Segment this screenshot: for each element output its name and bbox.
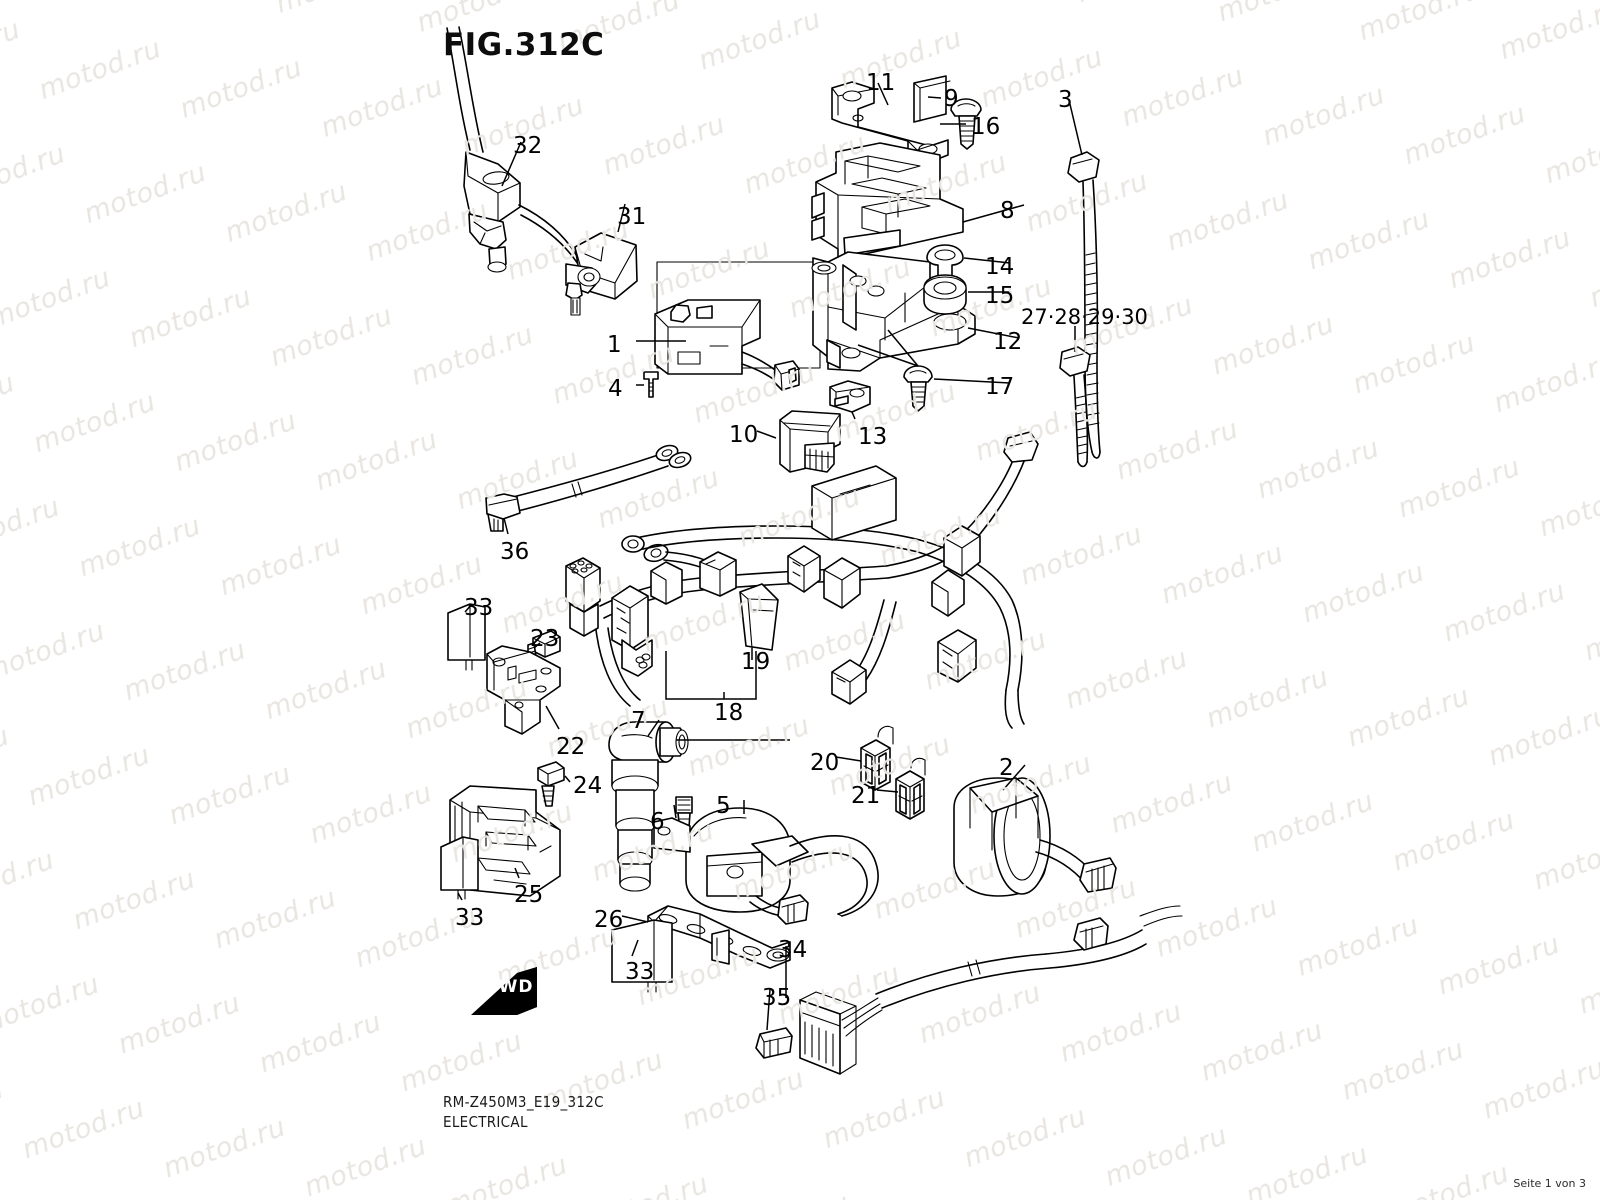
callout-11: 11 — [866, 70, 896, 96]
callout-14: 14 — [985, 254, 1015, 280]
callout-31: 31 — [617, 204, 647, 230]
callout-10: 10 — [729, 422, 759, 448]
caption-section: ELECTRICAL — [443, 1113, 528, 1131]
callout-9: 9 — [944, 86, 959, 112]
callout-22: 22 — [556, 734, 586, 760]
callout-16: 16 — [971, 114, 1001, 140]
page-indicator: Seite 1 von 3 — [1513, 1177, 1586, 1190]
callout-12: 12 — [993, 329, 1023, 355]
callout-33-upper: 33 — [464, 595, 494, 621]
caption-model-code: RM-Z450M3_E19_312C — [443, 1093, 604, 1111]
callout-6: 6 — [650, 809, 665, 835]
callout-8: 8 — [1000, 198, 1015, 224]
page-title: FIG.312C — [443, 27, 605, 63]
callout-26: 26 — [594, 907, 624, 933]
callout-36: 36 — [500, 539, 530, 565]
callout-5: 5 — [716, 793, 731, 819]
callout-7: 7 — [631, 708, 646, 734]
callout-13: 13 — [858, 424, 888, 450]
figure-caption: RM-Z450M3_E19_312C ELECTRICAL — [443, 1092, 604, 1132]
callout-17: 17 — [985, 374, 1015, 400]
forward-direction-arrow: FWD — [465, 963, 551, 1019]
callout-27-28-29-30: 27·28·29·30 — [1021, 305, 1148, 329]
callout-21: 21 — [851, 783, 881, 809]
callout-3: 3 — [1058, 87, 1073, 113]
callout-2: 2 — [999, 755, 1014, 781]
callout-24: 24 — [573, 773, 603, 799]
callout-35: 35 — [762, 985, 792, 1011]
callout-18: 18 — [714, 700, 744, 726]
callout-1: 1 — [607, 332, 622, 358]
callout-32: 32 — [513, 133, 543, 159]
callout-33-lower-left: 33 — [455, 905, 485, 931]
callout-33-bottom: 33 — [625, 959, 655, 985]
callout-19: 19 — [741, 649, 771, 675]
fwd-label: FWD — [486, 977, 534, 997]
callout-25: 25 — [514, 882, 544, 908]
callout-34: 34 — [778, 937, 808, 963]
callout-20: 20 — [810, 750, 840, 776]
callout-15: 15 — [985, 283, 1015, 309]
callout-23: 23 — [530, 626, 560, 652]
callout-4: 4 — [608, 376, 623, 402]
